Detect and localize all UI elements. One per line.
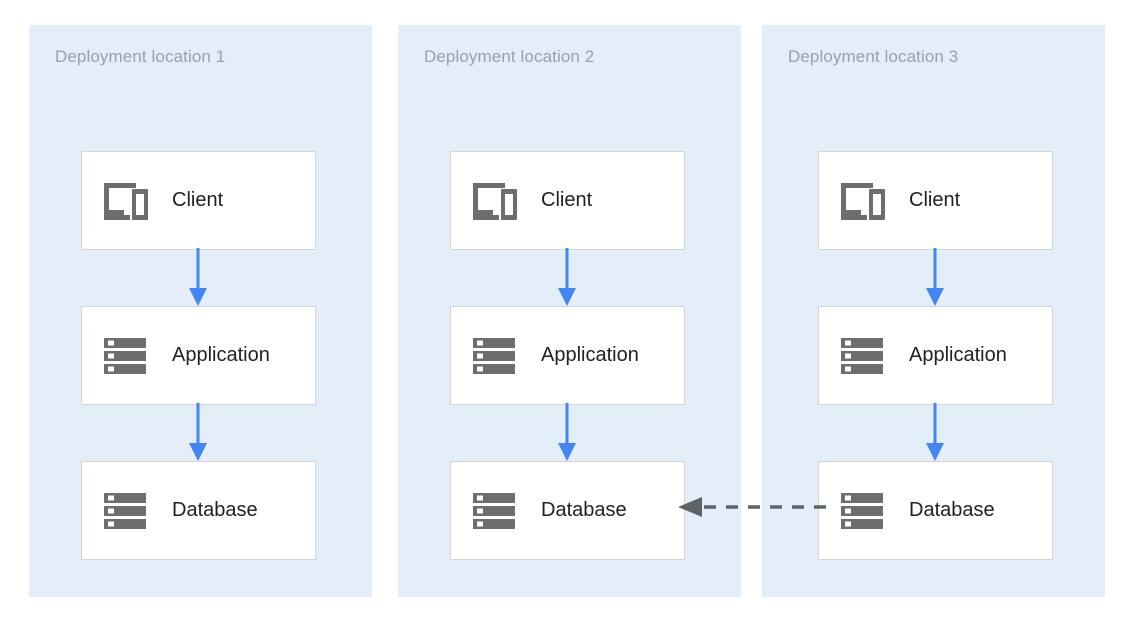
node-client-1-label: Client (172, 189, 224, 211)
connector-application-2-to-database-2 (552, 403, 582, 463)
connector-client-1-to-application-1 (183, 248, 213, 308)
server-icon (102, 334, 150, 378)
node-client-2[interactable]: Client (450, 151, 685, 250)
node-application-3[interactable]: Application (818, 306, 1053, 405)
node-application-1[interactable]: Application (81, 306, 316, 405)
node-client-3-label: Client (909, 189, 961, 211)
connector-database-3-to-database-2 (676, 494, 826, 520)
node-database-1[interactable]: Database (81, 461, 316, 560)
node-database-2[interactable]: Database (450, 461, 685, 560)
node-database-1-label: Database (172, 499, 258, 521)
deployment-location-2-title: Deployment location 2 (424, 47, 595, 66)
node-client-1[interactable]: Client (81, 151, 316, 250)
node-client-3[interactable]: Client (818, 151, 1053, 250)
node-client-2-label: Client (541, 189, 593, 211)
server-icon (102, 489, 150, 533)
connector-client-2-to-application-2 (552, 248, 582, 308)
node-application-2-label: Application (541, 344, 639, 366)
node-application-2[interactable]: Application (450, 306, 685, 405)
node-database-3-label: Database (909, 499, 995, 521)
node-database-3[interactable]: Database (818, 461, 1053, 560)
node-application-1-label: Application (172, 344, 270, 366)
server-icon (471, 489, 519, 533)
server-icon (839, 489, 887, 533)
node-application-3-label: Application (909, 344, 1007, 366)
devices-icon (102, 179, 150, 223)
node-database-2-label: Database (541, 499, 627, 521)
devices-icon (471, 179, 519, 223)
deployment-location-1-title: Deployment location 1 (55, 47, 226, 66)
devices-icon (839, 179, 887, 223)
server-icon (471, 334, 519, 378)
deployment-location-3-title: Deployment location 3 (788, 47, 959, 66)
server-icon (839, 334, 887, 378)
connector-client-3-to-application-3 (920, 248, 950, 308)
connector-application-3-to-database-3 (920, 403, 950, 463)
connector-application-1-to-database-1 (183, 403, 213, 463)
